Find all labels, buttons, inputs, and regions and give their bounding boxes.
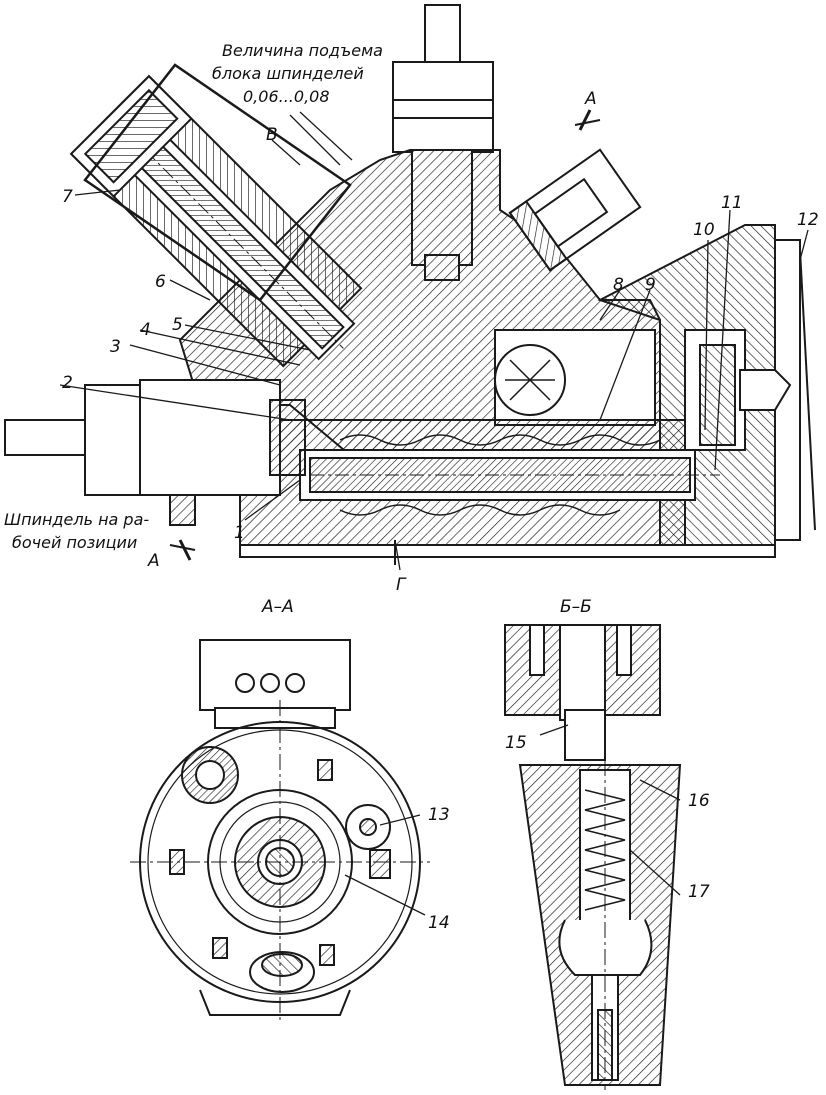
spring	[584, 789, 626, 911]
callout-6: 6	[155, 272, 166, 292]
callout-14: 14	[428, 913, 450, 933]
letter-a-bottom: А	[147, 551, 160, 571]
callout-13: 13	[428, 805, 450, 825]
section-aa-view	[130, 639, 430, 1020]
lift-note-line1: Величина подъема	[222, 41, 383, 60]
callout-10: 10	[693, 220, 715, 240]
letter-a-top: А	[584, 89, 597, 109]
callout-2: 2	[62, 373, 73, 393]
callout-7: 7	[62, 187, 73, 207]
callout-17: 17	[688, 882, 710, 902]
spindle-note-line1: Шпиндель на ра-	[4, 510, 149, 529]
callout-15: 15	[505, 733, 527, 753]
spindle-note-line2: бочей позиции	[12, 533, 137, 552]
callout-3: 3	[110, 337, 121, 357]
callout-4: 4	[140, 320, 151, 340]
pin-15	[564, 709, 606, 761]
callout-16: 16	[688, 791, 710, 811]
lift-note-line3: 0,06...0,08	[243, 87, 330, 106]
callout-8: 8	[613, 275, 624, 295]
callout-12: 12	[797, 210, 819, 230]
section-bb-view	[504, 624, 682, 1090]
letter-v: В	[266, 125, 278, 145]
annotations: Величина подъема блока шпинделей 0,06...…	[4, 41, 819, 933]
callout-11: 11	[721, 193, 743, 213]
top-motor-shaft	[424, 4, 461, 66]
top-motor-body	[392, 61, 494, 153]
left-spindle-shaft	[4, 419, 86, 456]
main-view	[4, 4, 816, 565]
callout-9: 9	[645, 275, 656, 295]
callout-5: 5	[172, 315, 183, 335]
letter-g: Г	[396, 575, 407, 595]
callout-1: 1	[234, 523, 245, 543]
section-title-bb: Б–Б	[560, 597, 592, 617]
spindle-block	[69, 74, 363, 368]
section-title-aa: А–А	[261, 597, 294, 617]
lift-note-line2: блока шпинделей	[212, 64, 364, 83]
leader-lines	[59, 111, 809, 571]
spindle-block-cover	[83, 63, 352, 302]
